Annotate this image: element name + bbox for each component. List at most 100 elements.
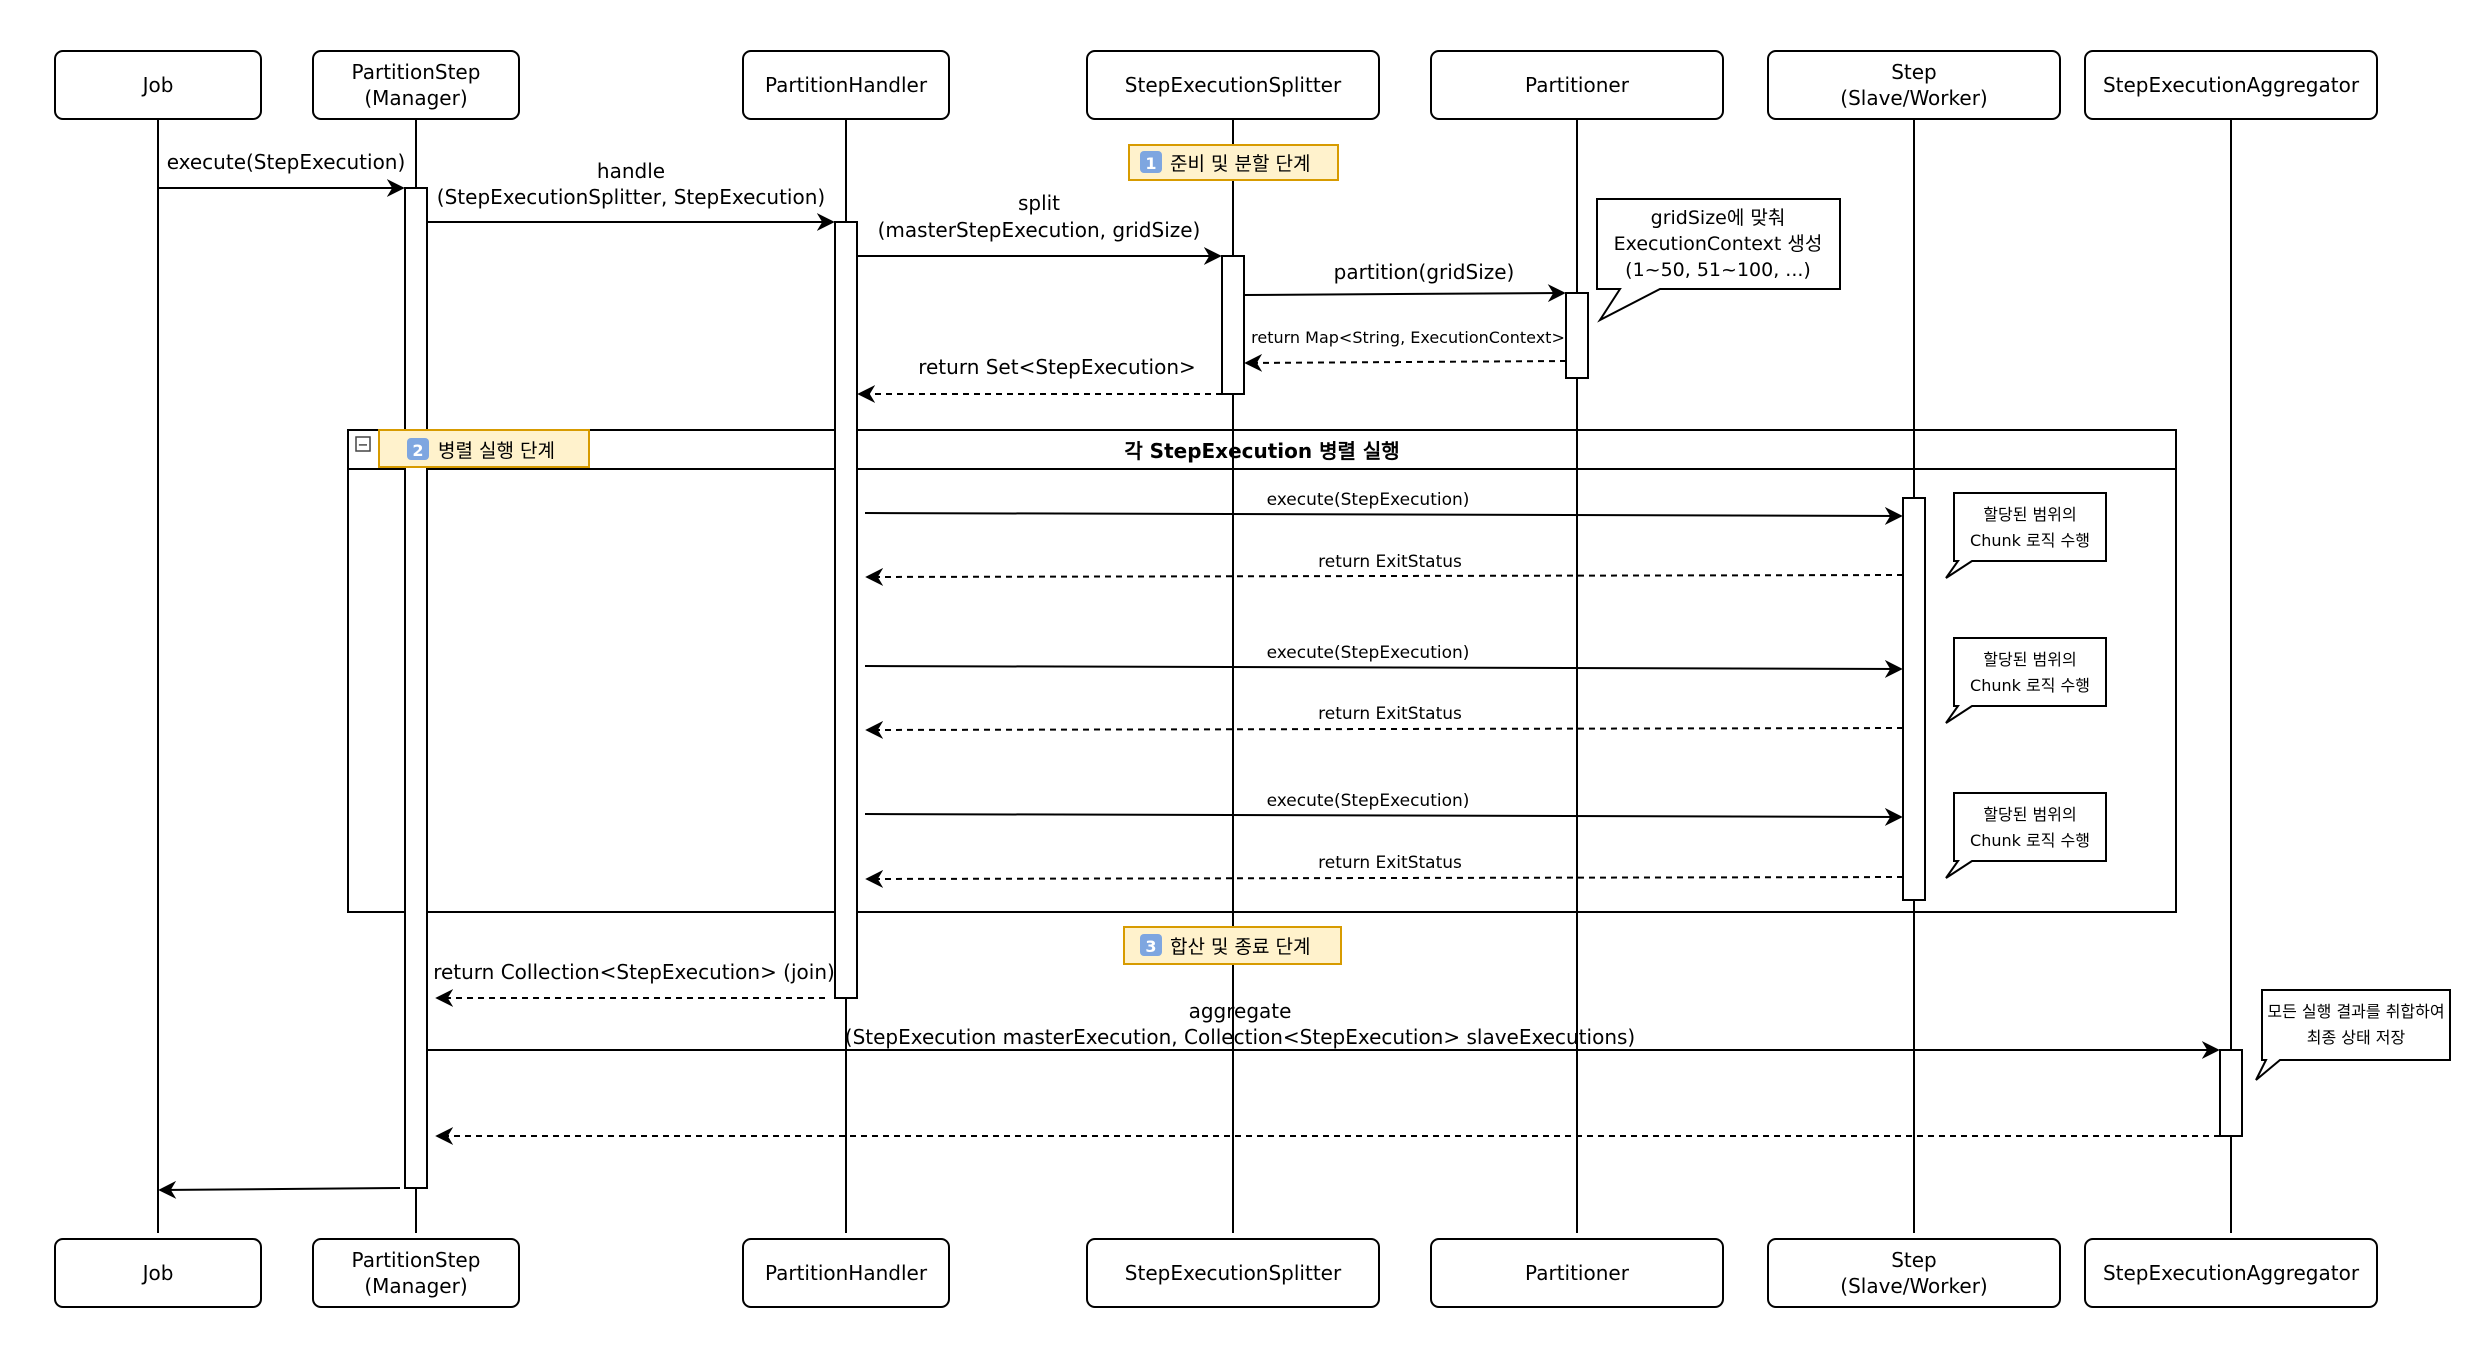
note-line: 최종 상태 저장 [2307, 1028, 2406, 1047]
note-line: (1~50, 51~100, ...) [1625, 259, 1811, 281]
participant-label: PartitionHandler [765, 1261, 928, 1285]
participant-partitioner-top[interactable]: Partitioner [1430, 50, 1724, 120]
participant-partitioner-bottom[interactable]: Partitioner [1430, 1238, 1724, 1308]
participant-job-top[interactable]: Job [54, 50, 262, 120]
participant-label: Step [1891, 60, 1937, 84]
note-line: Chunk 로직 수행 [1970, 831, 2090, 850]
message-label: return Set<StepExecution> [918, 355, 1196, 379]
participant-label: (Slave/Worker) [1840, 1274, 1987, 1298]
message-label: split [1018, 191, 1060, 215]
message-execute-job: execute(StepExecution) [158, 150, 406, 197]
message-handle: handle (StepExecutionSplitter, StepExecu… [427, 159, 835, 231]
participant-job-bottom[interactable]: Job [54, 1238, 262, 1308]
fragment-frame [347, 429, 2177, 913]
message-label: aggregate [1189, 999, 1292, 1023]
phase-labels: 1 준비 및 분할 단계 2 병렬 실행 단계 3 합산 및 종료 단계 [378, 144, 1342, 965]
message-execute-1: execute(StepExecution) [864, 490, 1903, 525]
activation-partitioner [1565, 292, 1589, 379]
message-label: return Map<String, ExecutionContext> [1251, 328, 1565, 347]
participant-step-execution-splitter-top[interactable]: StepExecutionSplitter [1086, 50, 1380, 120]
note-chunk-3: 할당된 범위의 Chunk 로직 수행 [1945, 792, 2107, 879]
participant-partition-handler-bottom[interactable]: PartitionHandler [742, 1238, 950, 1308]
phase-badge [1140, 151, 1162, 173]
note-line: 할당된 범위의 [1983, 650, 2076, 669]
participant-label: PartitionStep [352, 60, 481, 84]
note-line: 할당된 범위의 [1983, 805, 2076, 824]
message-return-exit-1: return ExitStatus [865, 552, 1904, 586]
parallel-fragment: − 각 StepExecution 병렬 실행 [347, 429, 2177, 913]
message-return-map: return Map<String, ExecutionContext> [1244, 328, 1567, 372]
message-label: return Collection<StepExecution> (join) [433, 960, 835, 984]
activation-step [1902, 497, 1926, 901]
message-return-set: return Set<StepExecution> [857, 355, 1222, 403]
participant-step-execution-splitter-bottom[interactable]: StepExecutionSplitter [1086, 1238, 1380, 1308]
participant-label: StepExecutionSplitter [1125, 1261, 1342, 1285]
fragment-collapse-toggle[interactable] [355, 436, 371, 452]
message-return-exit-2: return ExitStatus [865, 704, 1904, 739]
fragment-title: 각 StepExecution 병렬 실행 [1124, 439, 1399, 463]
note-line: Chunk 로직 수행 [1970, 531, 2090, 550]
phase-badge [407, 438, 429, 460]
activations [404, 187, 2243, 1189]
participant-label: Partitioner [1525, 1261, 1630, 1285]
note-line: 할당된 범위의 [1983, 505, 2076, 524]
message-partition: partition(gridSize) [1243, 260, 1566, 303]
participant-step-execution-aggregator-bottom[interactable]: StepExecutionAggregator [2084, 1238, 2378, 1308]
message-label: return ExitStatus [1318, 853, 1462, 873]
message-return-collection: return Collection<StepExecution> (join) [433, 960, 835, 1007]
participant-label: PartitionHandler [765, 73, 928, 97]
participant-label: PartitionStep [352, 1248, 481, 1272]
message-label: execute(StepExecution) [167, 150, 406, 174]
participant-step-execution-aggregator-top[interactable]: StepExecutionAggregator [2084, 50, 2378, 120]
message-label: return ExitStatus [1318, 552, 1462, 572]
participant-partition-handler-top[interactable]: PartitionHandler [742, 50, 950, 120]
note-chunk-2: 할당된 범위의 Chunk 로직 수행 [1945, 637, 2107, 724]
participant-label: Partitioner [1525, 73, 1630, 97]
message-label: (masterStepExecution, gridSize) [878, 218, 1201, 242]
note-chunk-1: 할당된 범위의 Chunk 로직 수행 [1945, 492, 2107, 579]
activation-step-execution-splitter [1221, 255, 1245, 395]
note-line: Chunk 로직 수행 [1970, 676, 2090, 695]
fragment-collapse-glyph: − [358, 438, 369, 453]
message-label: partition(gridSize) [1334, 260, 1515, 284]
message-execute-3: execute(StepExecution) [864, 791, 1903, 826]
participant-label: StepExecutionAggregator [2103, 73, 2360, 97]
message-label: execute(StepExecution) [1267, 643, 1470, 663]
note-line: ExecutionContext 생성 [1614, 233, 1823, 255]
note-line: gridSize에 맞춰 [1651, 207, 1786, 229]
participant-headers-bottom: Job PartitionStep (Manager) PartitionHan… [54, 1238, 2378, 1308]
participant-headers-top: Job PartitionStep (Manager) PartitionHan… [54, 50, 2378, 120]
participant-partition-step-top[interactable]: PartitionStep (Manager) [312, 50, 520, 120]
notes: gridSize에 맞춰 ExecutionContext 생성 (1~50, … [1596, 198, 2451, 1081]
phase-badge-number: 1 [1145, 154, 1156, 173]
participant-label: (Manager) [364, 1274, 467, 1298]
message-label: return ExitStatus [1318, 704, 1462, 724]
message-aggregate: aggregate (StepExecution masterExecution… [427, 999, 2220, 1059]
participant-partition-step-bottom[interactable]: PartitionStep (Manager) [312, 1238, 520, 1308]
message-split: split (masterStepExecution, gridSize) [857, 191, 1222, 265]
phase-text: 합산 및 종료 단계 [1170, 936, 1310, 958]
message-label: handle [597, 159, 665, 183]
participant-step-bottom[interactable]: Step (Slave/Worker) [1767, 1238, 2061, 1308]
message-return-job [158, 1180, 401, 1199]
message-label: execute(StepExecution) [1267, 791, 1470, 811]
participant-label: Job [141, 1261, 174, 1285]
note-aggregate: 모든 실행 결과를 취합하여 최종 상태 저장 [2255, 989, 2451, 1081]
participant-step-top[interactable]: Step (Slave/Worker) [1767, 50, 2061, 120]
phase-text: 병렬 실행 단계 [438, 440, 555, 462]
activation-partition-handler [834, 221, 858, 999]
activation-partition-step [404, 187, 428, 1189]
phase-badge-number: 3 [1145, 937, 1156, 956]
phase-2-label: 2 병렬 실행 단계 [378, 429, 590, 468]
message-label: (StepExecution masterExecution, Collecti… [845, 1025, 1635, 1049]
phase-badge [1140, 934, 1162, 956]
message-return-exit-3: return ExitStatus [865, 853, 1904, 888]
phase-text: 준비 및 분할 단계 [1170, 153, 1310, 175]
phase-badge-number: 2 [412, 441, 423, 460]
activation-step-execution-aggregator [2219, 1049, 2243, 1137]
phase-1-label: 1 준비 및 분할 단계 [1128, 144, 1339, 181]
phase-3-label: 3 합산 및 종료 단계 [1123, 926, 1342, 965]
note-gridsize: gridSize에 맞춰 ExecutionContext 생성 (1~50, … [1596, 198, 1841, 323]
message-label: (StepExecutionSplitter, StepExecution) [437, 185, 825, 209]
